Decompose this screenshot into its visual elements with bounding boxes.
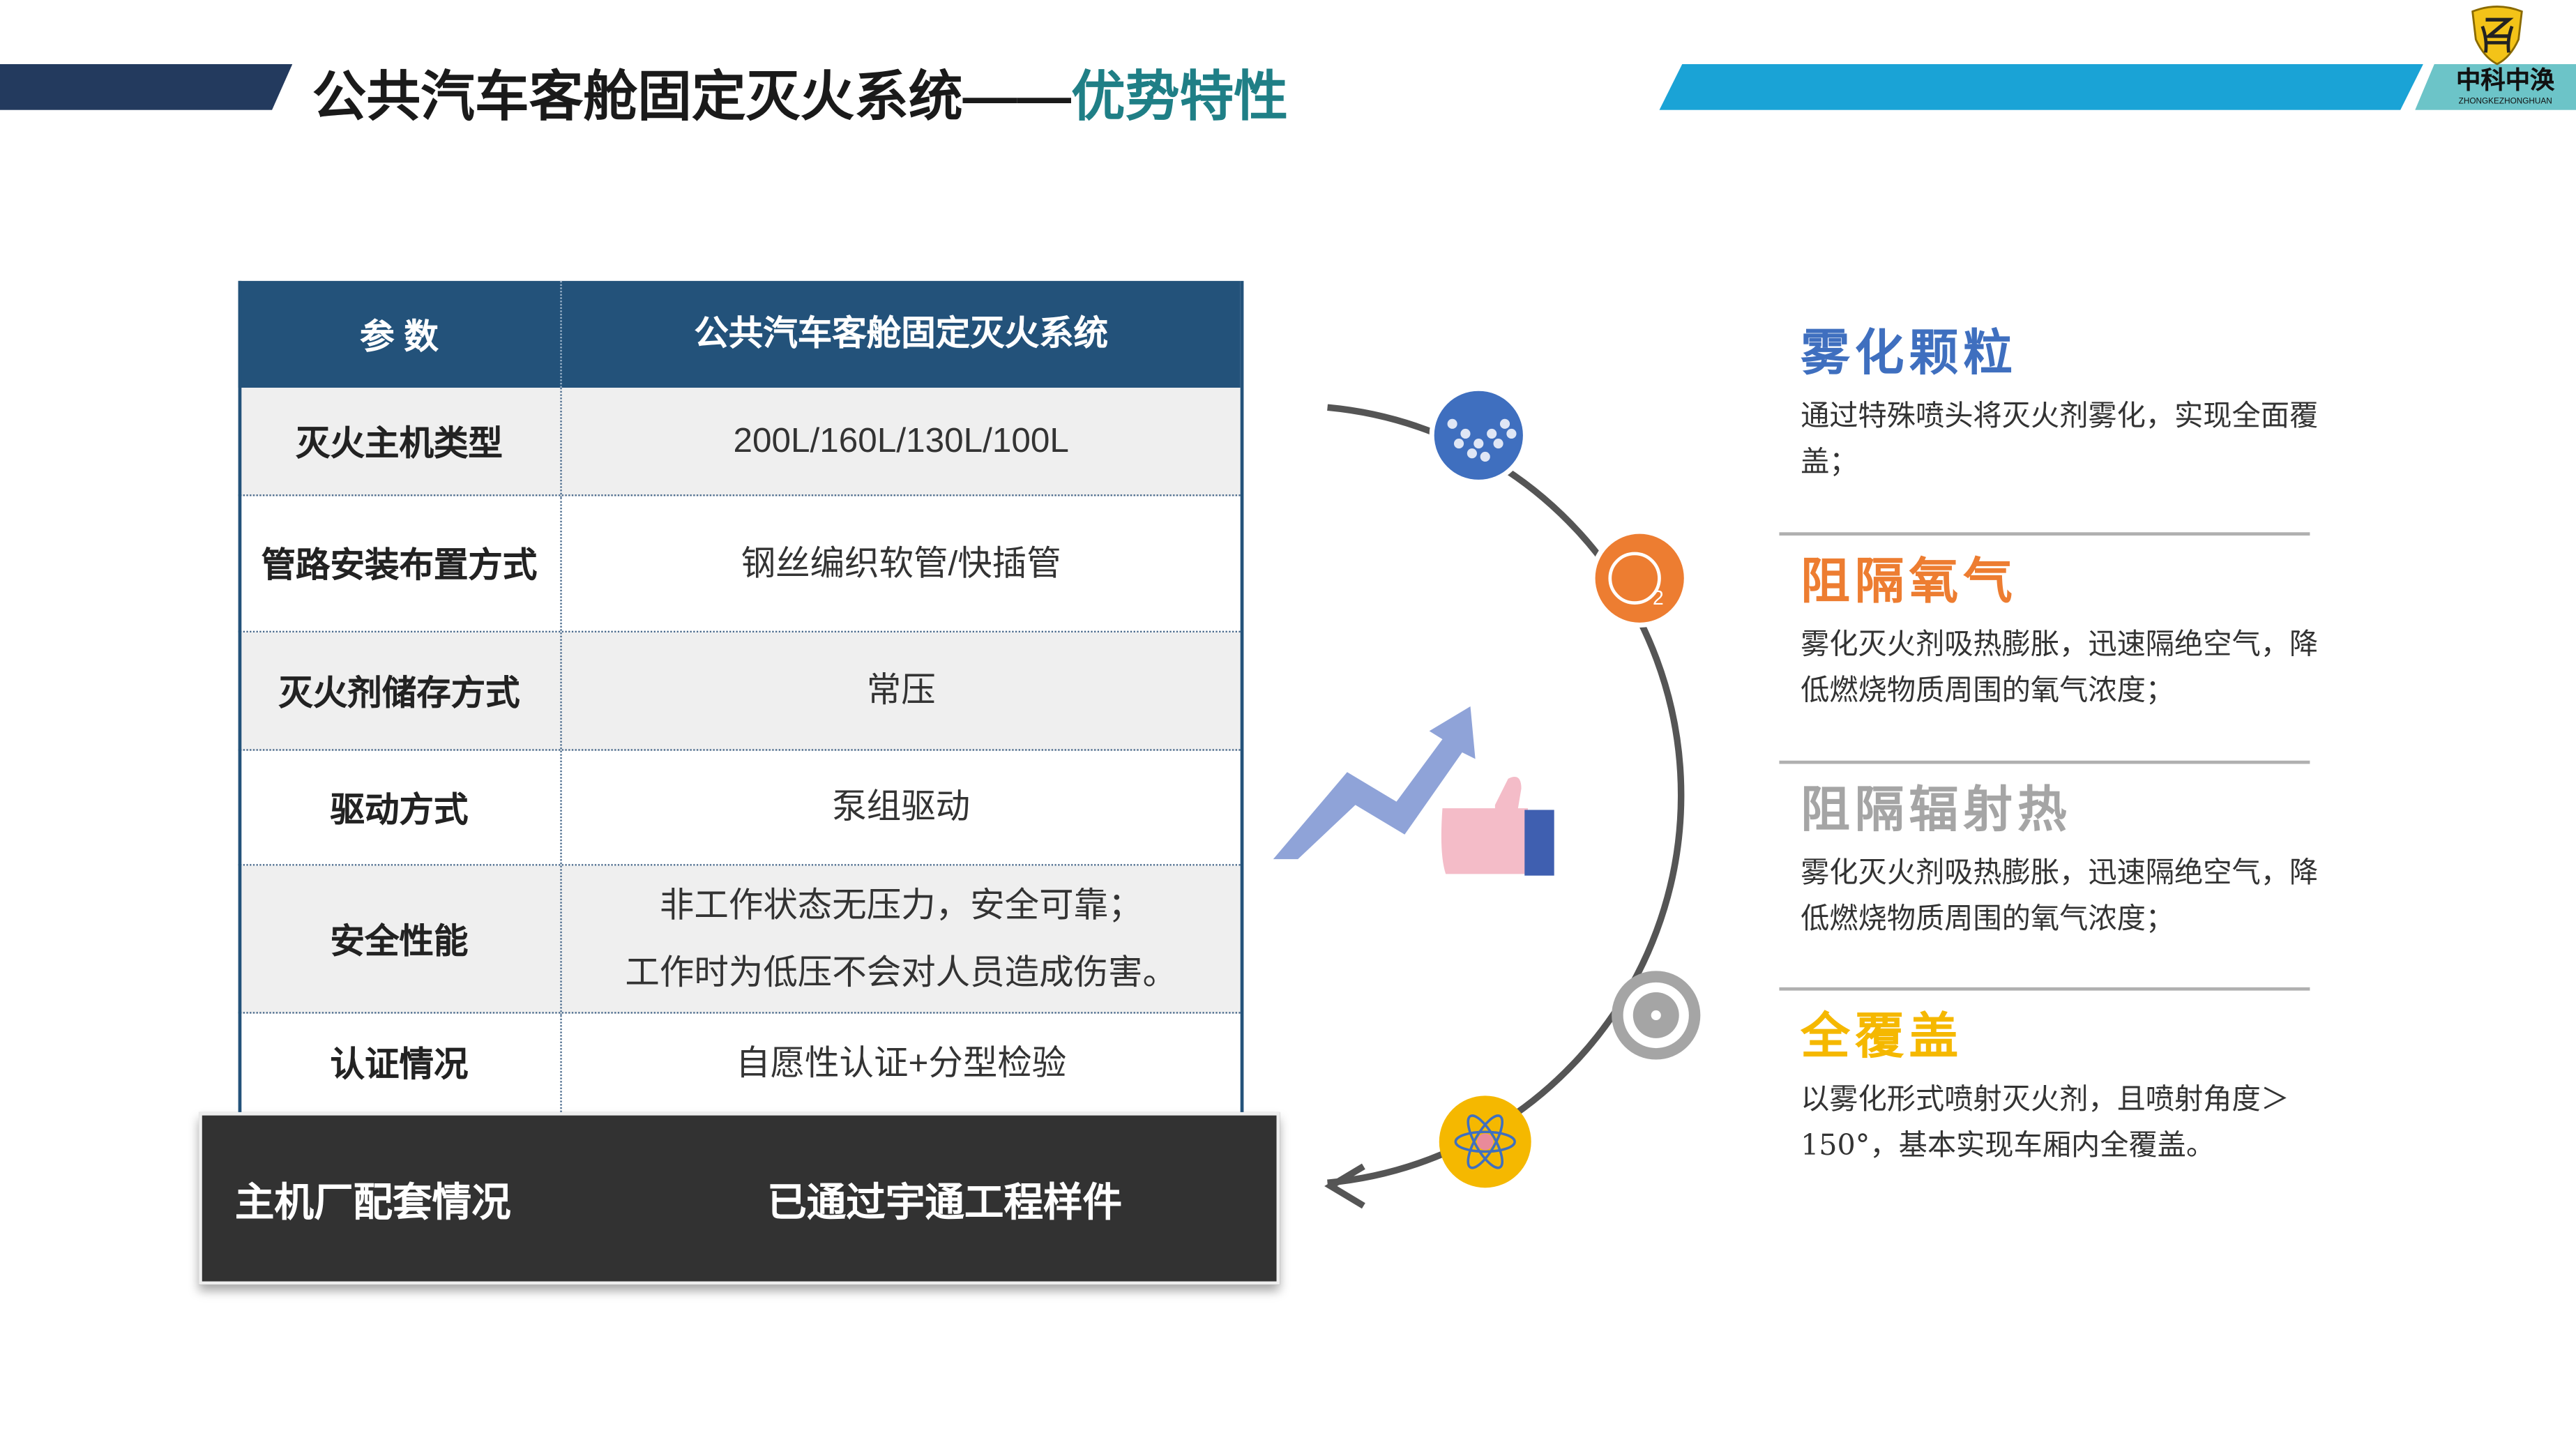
feature-text: 雾化灭火剂吸热膨胀，迅速隔绝空气，降低燃烧物质周围的氧气浓度； xyxy=(1801,629,2319,708)
feature-title: 阻隔辐射热 xyxy=(1801,783,2072,838)
row-param: 驱动方式 xyxy=(238,750,562,865)
growth-arrow-icon xyxy=(1273,706,1476,860)
thumbs-up-icon xyxy=(1441,777,1554,876)
table-row: 认证情况 自愿性认证+分型检验 xyxy=(238,1013,1241,1112)
feature-text: 以雾化形式喷射灭火剂，且喷射角度＞150°，基本实现车厢内全覆盖。 xyxy=(1801,1084,2289,1163)
atom-icon xyxy=(1439,1095,1531,1188)
value-line: 工作时为低压不会对人员造成伤害。 xyxy=(625,953,1178,992)
feature-text: 雾化灭火剂吸热膨胀，迅速隔绝空气，降低燃烧物质周围的氧气浓度； xyxy=(1801,857,2319,936)
row-param: 灭火剂储存方式 xyxy=(238,632,562,750)
header-bar-right xyxy=(1659,63,2423,110)
feature-title: 全覆盖 xyxy=(1801,1010,1964,1065)
value-line: 非工作状态无压力，安全可靠； xyxy=(659,886,1143,925)
value-line: 200L/160L/130L/100L xyxy=(733,422,1069,460)
header-bar-left xyxy=(0,63,293,110)
particles-icon xyxy=(1429,386,1528,485)
row-param: 灭火主机类型 xyxy=(238,387,562,495)
arrow-head-icon xyxy=(1324,1163,1365,1209)
row-value: 非工作状态无压力，安全可靠； 工作时为低压不会对人员造成伤害。 xyxy=(562,866,1241,1012)
divider xyxy=(1779,760,2310,764)
table-row: 安全性能 非工作状态无压力，安全可靠； 工作时为低压不会对人员造成伤害。 xyxy=(238,865,1241,1014)
divider xyxy=(1779,532,2310,536)
feature-atomized-particles: 雾化颗粒 通过特殊喷头将灭火剂雾化，实现全面覆盖； xyxy=(1801,325,2326,486)
feature-text: 通过特殊喷头将灭火剂雾化，实现全面覆盖； xyxy=(1801,400,2319,480)
feature-oxygen-barrier: 阻隔氧气 雾化灭火剂吸热膨胀，迅速隔绝空气，降低燃烧物质周围的氧气浓度； xyxy=(1801,554,2326,715)
row-param: 认证情况 xyxy=(238,1013,562,1112)
feature-title: 雾化颗粒 xyxy=(1801,326,2018,381)
table-frame xyxy=(238,280,1244,1112)
logo-shield-icon xyxy=(2471,6,2523,66)
value-line: 常压 xyxy=(866,672,936,710)
highlight-row: 主机厂配套情况 已通过宇通工程样件 xyxy=(199,1112,1280,1285)
radiation-icon xyxy=(1612,971,1701,1060)
logo-band xyxy=(2415,63,2576,110)
title-main: 公共汽车客舱固定灭火系统—— xyxy=(312,66,1072,127)
logo-subtitle: ZHONGKEZHONGHUAN xyxy=(2458,96,2552,107)
feature-full-coverage: 全覆盖 以雾化形式喷射灭火剂，且喷射角度＞150°，基本实现车厢内全覆盖。 xyxy=(1801,1009,2326,1170)
header-param: 参 数 xyxy=(238,280,562,388)
row-value: 泵组驱动 xyxy=(562,751,1241,865)
feature-arc-diagram: 2 xyxy=(1273,386,1701,1209)
row-value: 常压 xyxy=(562,632,1241,749)
divider xyxy=(1779,987,2310,991)
table-row: 灭火主机类型 200L/160L/130L/100L xyxy=(238,387,1241,496)
table-header: 参 数 公共汽车客舱固定灭火系统 xyxy=(238,280,1241,388)
logo-name: 中科中涣 xyxy=(2456,67,2555,96)
value-line: 钢丝编织软管/快插管 xyxy=(741,544,1061,583)
table-row: 驱动方式 泵组驱动 xyxy=(238,750,1241,866)
value-line: 泵组驱动 xyxy=(832,788,971,827)
page-title: 公共汽车客舱固定灭火系统——优势特性 xyxy=(312,52,1288,131)
oxygen-icon: 2 xyxy=(1590,529,1689,628)
row-value: 自愿性认证+分型检验 xyxy=(562,1014,1241,1112)
value-line: 自愿性认证+分型检验 xyxy=(736,1044,1067,1082)
header-system: 公共汽车客舱固定灭火系统 xyxy=(694,315,1109,354)
table-row: 灭火剂储存方式 常压 xyxy=(238,632,1241,751)
row-param: 安全性能 xyxy=(238,865,562,1012)
feature-radiant-heat-barrier: 阻隔辐射热 雾化灭火剂吸热膨胀，迅速隔绝空气，降低燃烧物质周围的氧气浓度； xyxy=(1801,782,2326,943)
title-highlight: 优势特性 xyxy=(1071,66,1289,127)
highlight-value: 已通过宇通工程样件 xyxy=(767,1181,1123,1226)
row-value: 钢丝编织软管/快插管 xyxy=(562,496,1241,630)
row-value: 200L/160L/130L/100L xyxy=(562,388,1241,494)
row-param: 管路安装布置方式 xyxy=(238,496,562,631)
highlight-param: 主机厂配套情况 xyxy=(234,1181,511,1226)
feature-title: 阻隔氧气 xyxy=(1801,555,2018,610)
table-row: 管路安装布置方式 钢丝编织软管/快插管 xyxy=(238,496,1241,633)
svg-text:2: 2 xyxy=(1653,586,1664,609)
